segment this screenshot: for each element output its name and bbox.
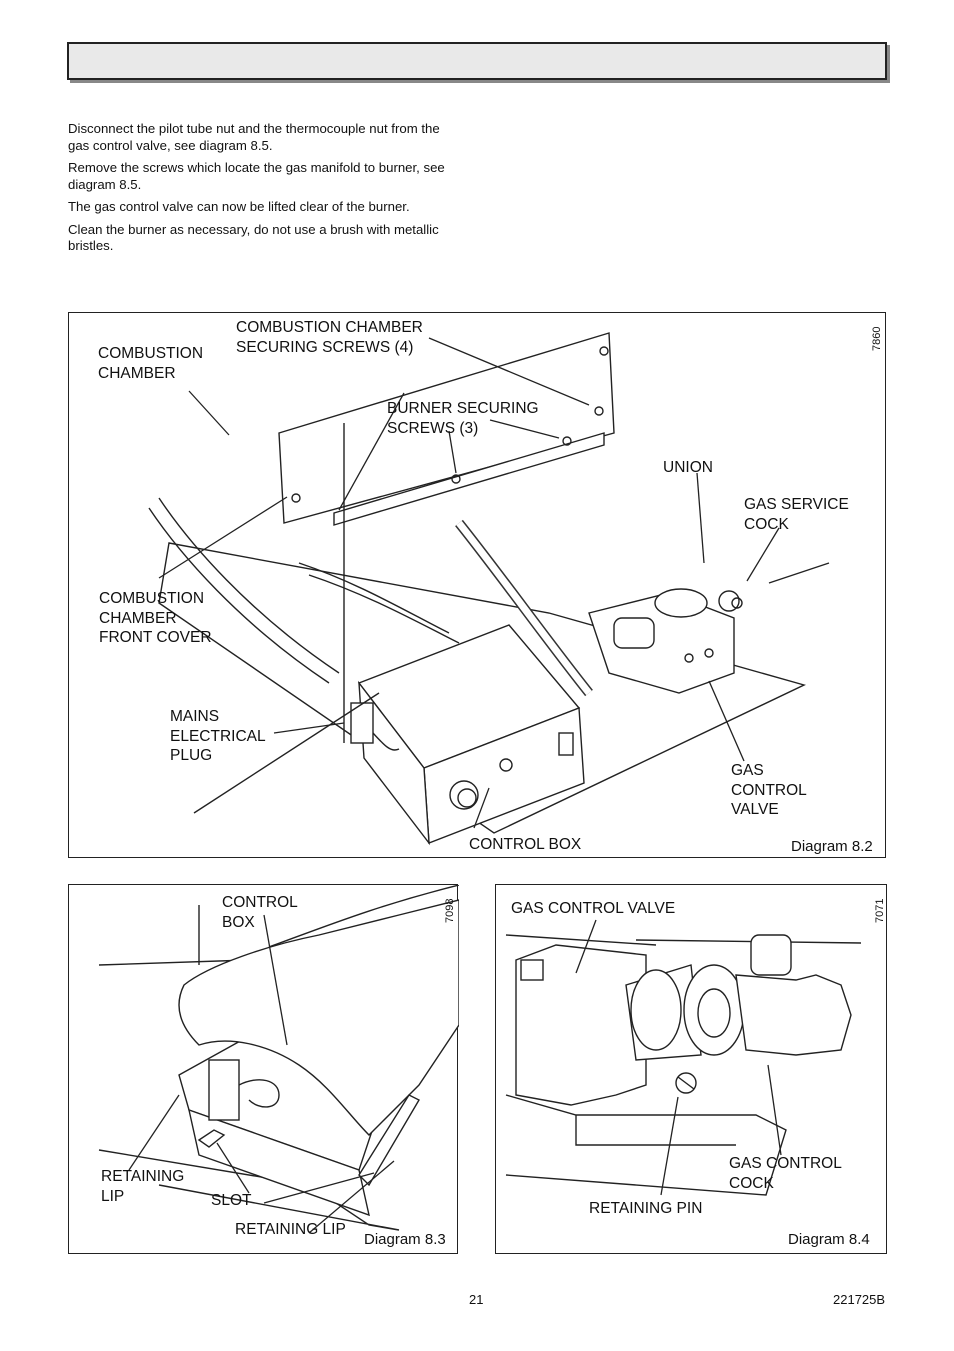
label-mains-electrical-plug: MAINS ELECTRICAL PLUG — [170, 708, 266, 764]
label-combustion-chamber: COMBUSTION CHAMBER — [98, 345, 204, 382]
label-combustion-chamber-securing-screws: COMBUSTION CHAMBER SECURING SCREWS (4) — [236, 319, 423, 356]
intro-paragraph: The gas control valve can now be lifted … — [68, 199, 410, 214]
label-slot: SLOT — [211, 1192, 252, 1209]
label-gas-service-cock: GAS SERVICE COCK — [744, 496, 849, 533]
document-code: 221725B — [833, 1292, 886, 1307]
label-retaining-pin: RETAINING PIN — [589, 1200, 703, 1217]
diagram-caption: Diagram 8.3 — [364, 1231, 446, 1248]
intro-paragraph: Clean the burner as necessary, do not us… — [68, 221, 439, 254]
diagram-code: 7098 — [444, 898, 456, 923]
intro-paragraph: Disconnect the pilot tube nut and the th… — [68, 121, 440, 153]
label-burner-securing-screws: BURNER SECURING SCREWS (3) — [387, 400, 539, 437]
diagram-caption: Diagram 8.2 — [791, 838, 873, 855]
label-control-box: CONTROL BOX — [469, 836, 582, 853]
hand-control-box-illustration — [98, 885, 459, 1234]
label-retaining-lip: RETAINING LIP — [101, 1168, 185, 1205]
page-number: 21 — [469, 1292, 484, 1307]
diagram-8-2: COMBUSTION CHAMBER COMBUSTION CHAMBER SE… — [68, 312, 886, 858]
section-header-bar — [67, 42, 887, 80]
gas-control-valve-illustration — [505, 919, 862, 1196]
diagram-code: 7860 — [871, 326, 883, 351]
label-retaining-lip: RETAINING LIP — [235, 1221, 346, 1238]
label-combustion-chamber-front-cover: COMBUSTION CHAMBER FRONT COVER — [99, 590, 212, 646]
label-union: UNION — [663, 459, 713, 476]
diagram-caption: Diagram 8.4 — [788, 1231, 870, 1248]
intro-paragraph: Remove the screws which locate the gas m… — [68, 160, 445, 192]
diagram-8-4: GAS CONTROL VALVE GAS CONTROL COCK RETAI… — [495, 884, 887, 1254]
intro-text: Disconnect the pilot tube nut and the th… — [68, 121, 460, 261]
label-control-box: CONTROL BOX — [222, 894, 298, 931]
label-gas-control-valve: GAS CONTROL VALVE — [511, 900, 676, 917]
label-gas-control-cock: GAS CONTROL COCK — [729, 1155, 842, 1192]
label-gas-control-valve: GAS CONTROL VALVE — [731, 762, 807, 818]
boiler-illustration — [148, 332, 830, 846]
diagram-8-3: CONTROL BOX RETAINING LIP SLOT RETAINING… — [68, 884, 459, 1254]
diagram-code: 7071 — [874, 898, 886, 923]
